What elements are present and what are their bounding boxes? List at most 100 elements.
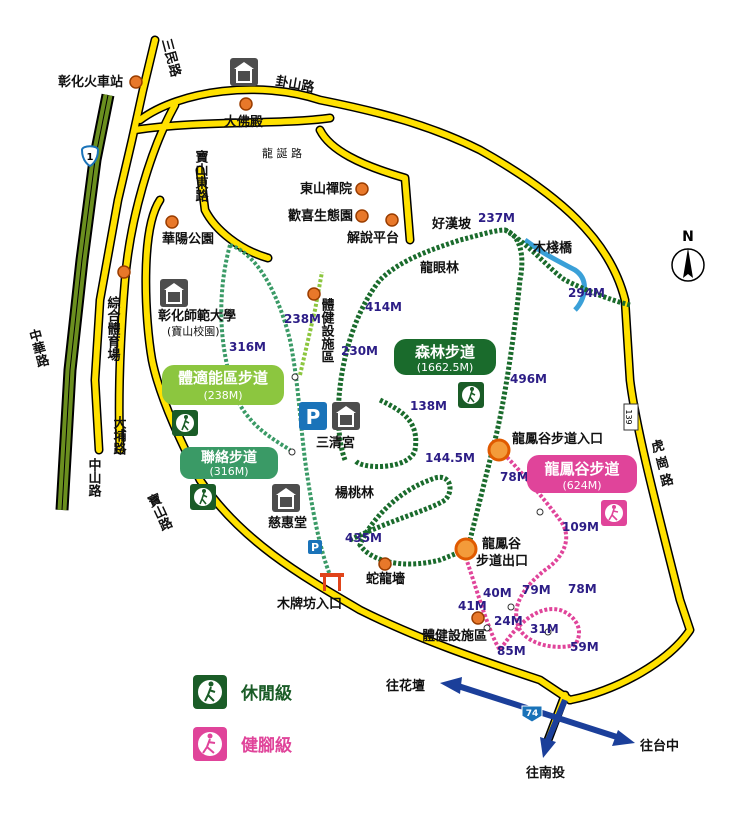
place-markers [117, 75, 552, 636]
svg-text:聯絡步道: 聯絡步道 [201, 449, 257, 466]
svg-text:寶山路: 寶山路 [143, 491, 174, 534]
temple-icon [230, 58, 258, 86]
svg-text:龍鳳谷步道: 龍鳳谷步道 [544, 460, 619, 478]
parking-icon: P [308, 540, 322, 554]
hiking-hiker-icon [601, 500, 627, 526]
longfeng-entry-label: 龍鳳谷步道入口 [512, 431, 603, 447]
fitness-area-marker [307, 287, 321, 301]
big-buddha-marker [239, 97, 253, 111]
stadium-marker [117, 265, 131, 279]
snake-dragon-label: 蛇龍墻 [366, 571, 405, 587]
highway-74: 74 [440, 677, 635, 758]
snake-dragon-marker [378, 557, 392, 571]
place-labels: 彰化火車站 大佛殿 東山禪院 歡喜生態園 解說平台 華陽公園 綜合體育場 彰化師… [58, 74, 679, 781]
svg-text:中山路: 中山路 [86, 457, 102, 497]
svg-text:79M: 79M [522, 583, 551, 597]
svg-text:(238M): (238M) [203, 389, 242, 402]
svg-text:414M: 414M [365, 300, 402, 314]
sanqing-label: 三清宮 [316, 435, 355, 451]
svg-text:85M: 85M [497, 644, 526, 658]
svg-text:238M: 238M [284, 312, 321, 326]
svg-text:1: 1 [87, 152, 94, 163]
svg-text:24M: 24M [494, 614, 523, 628]
longfeng-exit-label-1: 龍鳳谷 [482, 536, 522, 552]
svg-text:41M: 41M [458, 599, 487, 613]
svg-text:138M: 138M [410, 399, 447, 413]
roads [90, 35, 695, 745]
legend-hiking-icon [193, 727, 227, 761]
north-compass: N [671, 229, 705, 282]
svg-text:(624M): (624M) [562, 479, 601, 492]
svg-text:496M: 496M [510, 372, 547, 386]
svg-text:P: P [306, 405, 321, 429]
temple-icon [332, 402, 360, 430]
temple-icon [160, 279, 188, 307]
road-139-shield: 139 [623, 403, 639, 431]
longyan-label: 龍眼林 [420, 260, 459, 276]
trail-badge-link: 聯絡步道 (316M) [180, 447, 278, 479]
svg-text:大埔路: 大埔路 [111, 415, 127, 455]
train-station-marker [129, 75, 143, 89]
svg-text:230M: 230M [341, 344, 378, 358]
svg-text:(1662.5M): (1662.5M) [417, 361, 474, 374]
platform-label: 解說平台 [346, 230, 399, 246]
svg-text:78M: 78M [568, 582, 597, 596]
yangtaolin-label: 楊桃林 [335, 485, 374, 501]
legend-hiking-label: 健腳級 [241, 735, 292, 756]
svg-text:三民路: 三民路 [158, 37, 184, 80]
creek [523, 237, 587, 312]
huayang-label: 華陽公園 [162, 231, 214, 247]
longfeng-exit-label-2: 步道出口 [476, 553, 528, 569]
huayang-marker [165, 215, 179, 229]
legend-leisure-icon [193, 675, 227, 709]
leisure-hiker-icon [190, 484, 216, 510]
longfeng-entry-marker [487, 438, 511, 462]
paifang-entry-label: 木牌坊入口 [276, 596, 342, 612]
to-nantou-label: 往南投 [526, 765, 565, 781]
wood-bridge-label: 木棧橋 [532, 240, 573, 256]
to-taichung-label: 往台中 [640, 738, 679, 754]
train-station-label: 彰化火車站 [58, 74, 123, 90]
svg-text:40M: 40M [483, 586, 512, 600]
svg-text:體適能區步道: 體適能區步道 [178, 369, 268, 387]
longfeng-exit-marker [454, 537, 478, 561]
svg-text:78M: 78M [500, 470, 529, 484]
svg-text:P: P [311, 541, 319, 554]
svg-text:卦山路: 卦山路 [274, 73, 316, 96]
railway [55, 93, 115, 511]
ecology-label: 歡喜生態園 [288, 208, 353, 224]
svg-text:中華路: 中華路 [25, 327, 50, 370]
parking-icon: P [299, 402, 327, 430]
svg-text:N: N [682, 229, 694, 245]
trail-badge-forest: 森林步道 (1662.5M) [394, 339, 496, 375]
fitness-area-label: 體健設施區 [319, 297, 335, 363]
distance-labels: 238M 316M 414M 230M 138M 144.5M 435M 237… [229, 211, 605, 658]
cihui-label: 慈惠堂 [268, 515, 307, 531]
svg-text:森林步道: 森林步道 [415, 343, 475, 361]
haohan-label: 好漢坡 [431, 216, 472, 232]
big-buddha-label: 大佛殿 [224, 114, 264, 130]
legend-leisure-label: 休閒級 [240, 683, 292, 704]
svg-text:237M: 237M [478, 211, 515, 225]
svg-text:109M: 109M [562, 520, 599, 534]
university-label: 彰化師範大學 [158, 308, 236, 324]
trail-badge-longfeng: 龍鳳谷步道 (624M) [527, 455, 637, 493]
dongshan-label: 東山禪院 [300, 181, 352, 197]
prov-road-1-shield: 1 [80, 145, 100, 168]
svg-text:139: 139 [624, 409, 633, 424]
svg-text:寶山東路: 寶山東路 [193, 149, 209, 202]
svg-text:龍 誕 路: 龍 誕 路 [262, 146, 302, 160]
leisure-hiker-icon [458, 382, 484, 408]
ecology-marker [355, 209, 369, 223]
university-sub-label: (寶山校園) [167, 324, 220, 338]
stadium-label: 綜合體育場 [105, 295, 121, 362]
svg-text:316M: 316M [229, 340, 266, 354]
temple-icon [272, 484, 300, 512]
paifang-gate-icon [320, 573, 344, 591]
svg-text:144.5M: 144.5M [425, 451, 475, 465]
svg-text:31M: 31M [530, 622, 559, 636]
dongshan-marker [355, 182, 369, 196]
leisure-hiker-icon [172, 410, 198, 436]
